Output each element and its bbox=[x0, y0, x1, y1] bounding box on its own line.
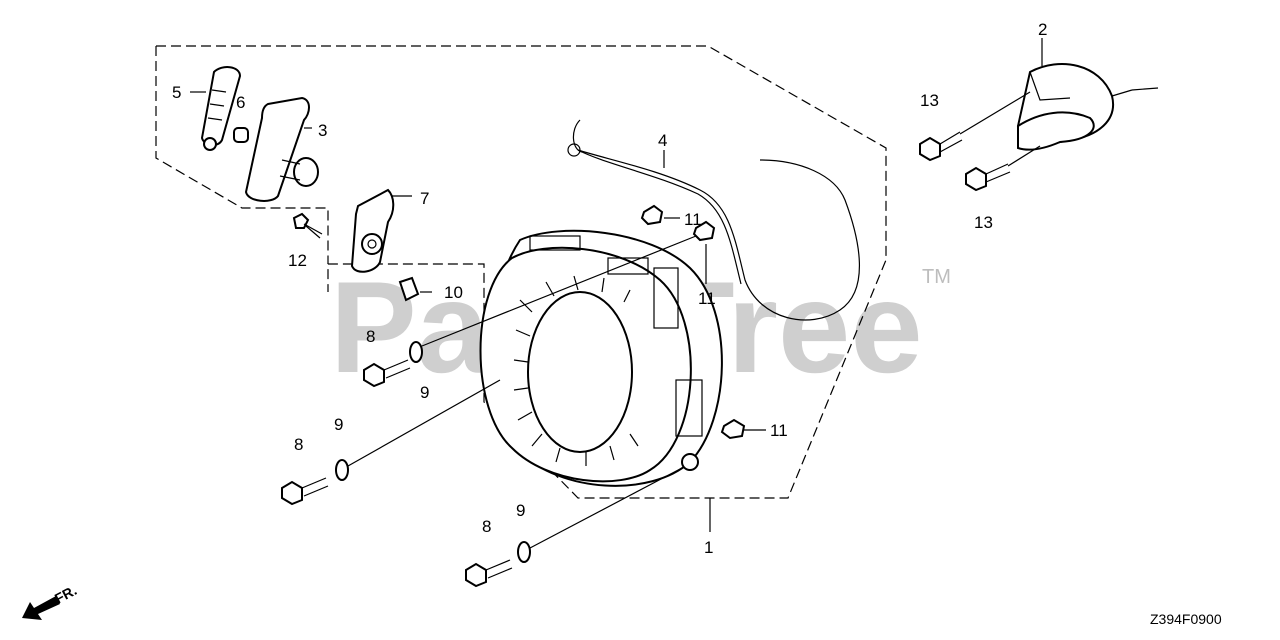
callout-9b: 9 bbox=[334, 415, 343, 434]
callout-11c: 11 bbox=[770, 421, 788, 440]
small-collar bbox=[233, 127, 249, 143]
callout-7: 7 bbox=[420, 189, 429, 208]
callout-5: 5 bbox=[172, 83, 181, 102]
callout-9c: 9 bbox=[516, 501, 525, 520]
screw-12 bbox=[292, 212, 323, 239]
subassembly-outline bbox=[155, 46, 329, 264]
starter-cover bbox=[1016, 63, 1133, 151]
callout-13a: 13 bbox=[920, 91, 939, 110]
callout-1: 1 bbox=[704, 538, 713, 557]
trademark-text: TM bbox=[922, 266, 951, 288]
direction-arrow-icon bbox=[22, 596, 60, 620]
front-direction-indicator: FR. bbox=[22, 582, 79, 620]
assembly-outline bbox=[156, 45, 887, 499]
bolt-13-a bbox=[919, 131, 963, 162]
bolt-8-a bbox=[363, 359, 411, 388]
starter-rope bbox=[567, 119, 860, 321]
leader-lines bbox=[190, 38, 1159, 549]
callout-8b: 8 bbox=[294, 435, 303, 454]
starter-grip bbox=[244, 96, 319, 202]
washer-9-c bbox=[517, 541, 531, 563]
washer-9-a bbox=[409, 341, 423, 363]
recoil-starter-housing bbox=[479, 229, 723, 487]
callout-6: 6 bbox=[236, 93, 245, 112]
nut-11-a bbox=[640, 204, 664, 226]
callout-3: 3 bbox=[318, 121, 327, 140]
callout-11a: 11 bbox=[684, 210, 702, 229]
callout-9a: 9 bbox=[420, 383, 429, 402]
bolt-8-c bbox=[465, 559, 513, 588]
diagram-code: Z394F0900 bbox=[1150, 611, 1222, 627]
callout-8a: 8 bbox=[366, 327, 375, 346]
nut-11-c bbox=[720, 418, 746, 440]
callout-4: 4 bbox=[658, 131, 667, 150]
callout-10: 10 bbox=[444, 283, 463, 302]
housing-vents bbox=[513, 235, 703, 466]
rope-guide bbox=[350, 188, 395, 273]
callout-13b: 13 bbox=[974, 213, 993, 232]
washer-9-b bbox=[335, 459, 349, 481]
clip bbox=[398, 276, 420, 302]
grip-insert bbox=[200, 66, 242, 151]
nut-11-b bbox=[692, 220, 716, 242]
callout-8c: 8 bbox=[482, 517, 491, 536]
callout-11b: 11 bbox=[698, 289, 716, 308]
bolt-8-b bbox=[281, 477, 329, 506]
callout-12: 12 bbox=[288, 251, 307, 270]
bolt-13-b bbox=[965, 163, 1011, 192]
callout-2: 2 bbox=[1038, 20, 1047, 39]
